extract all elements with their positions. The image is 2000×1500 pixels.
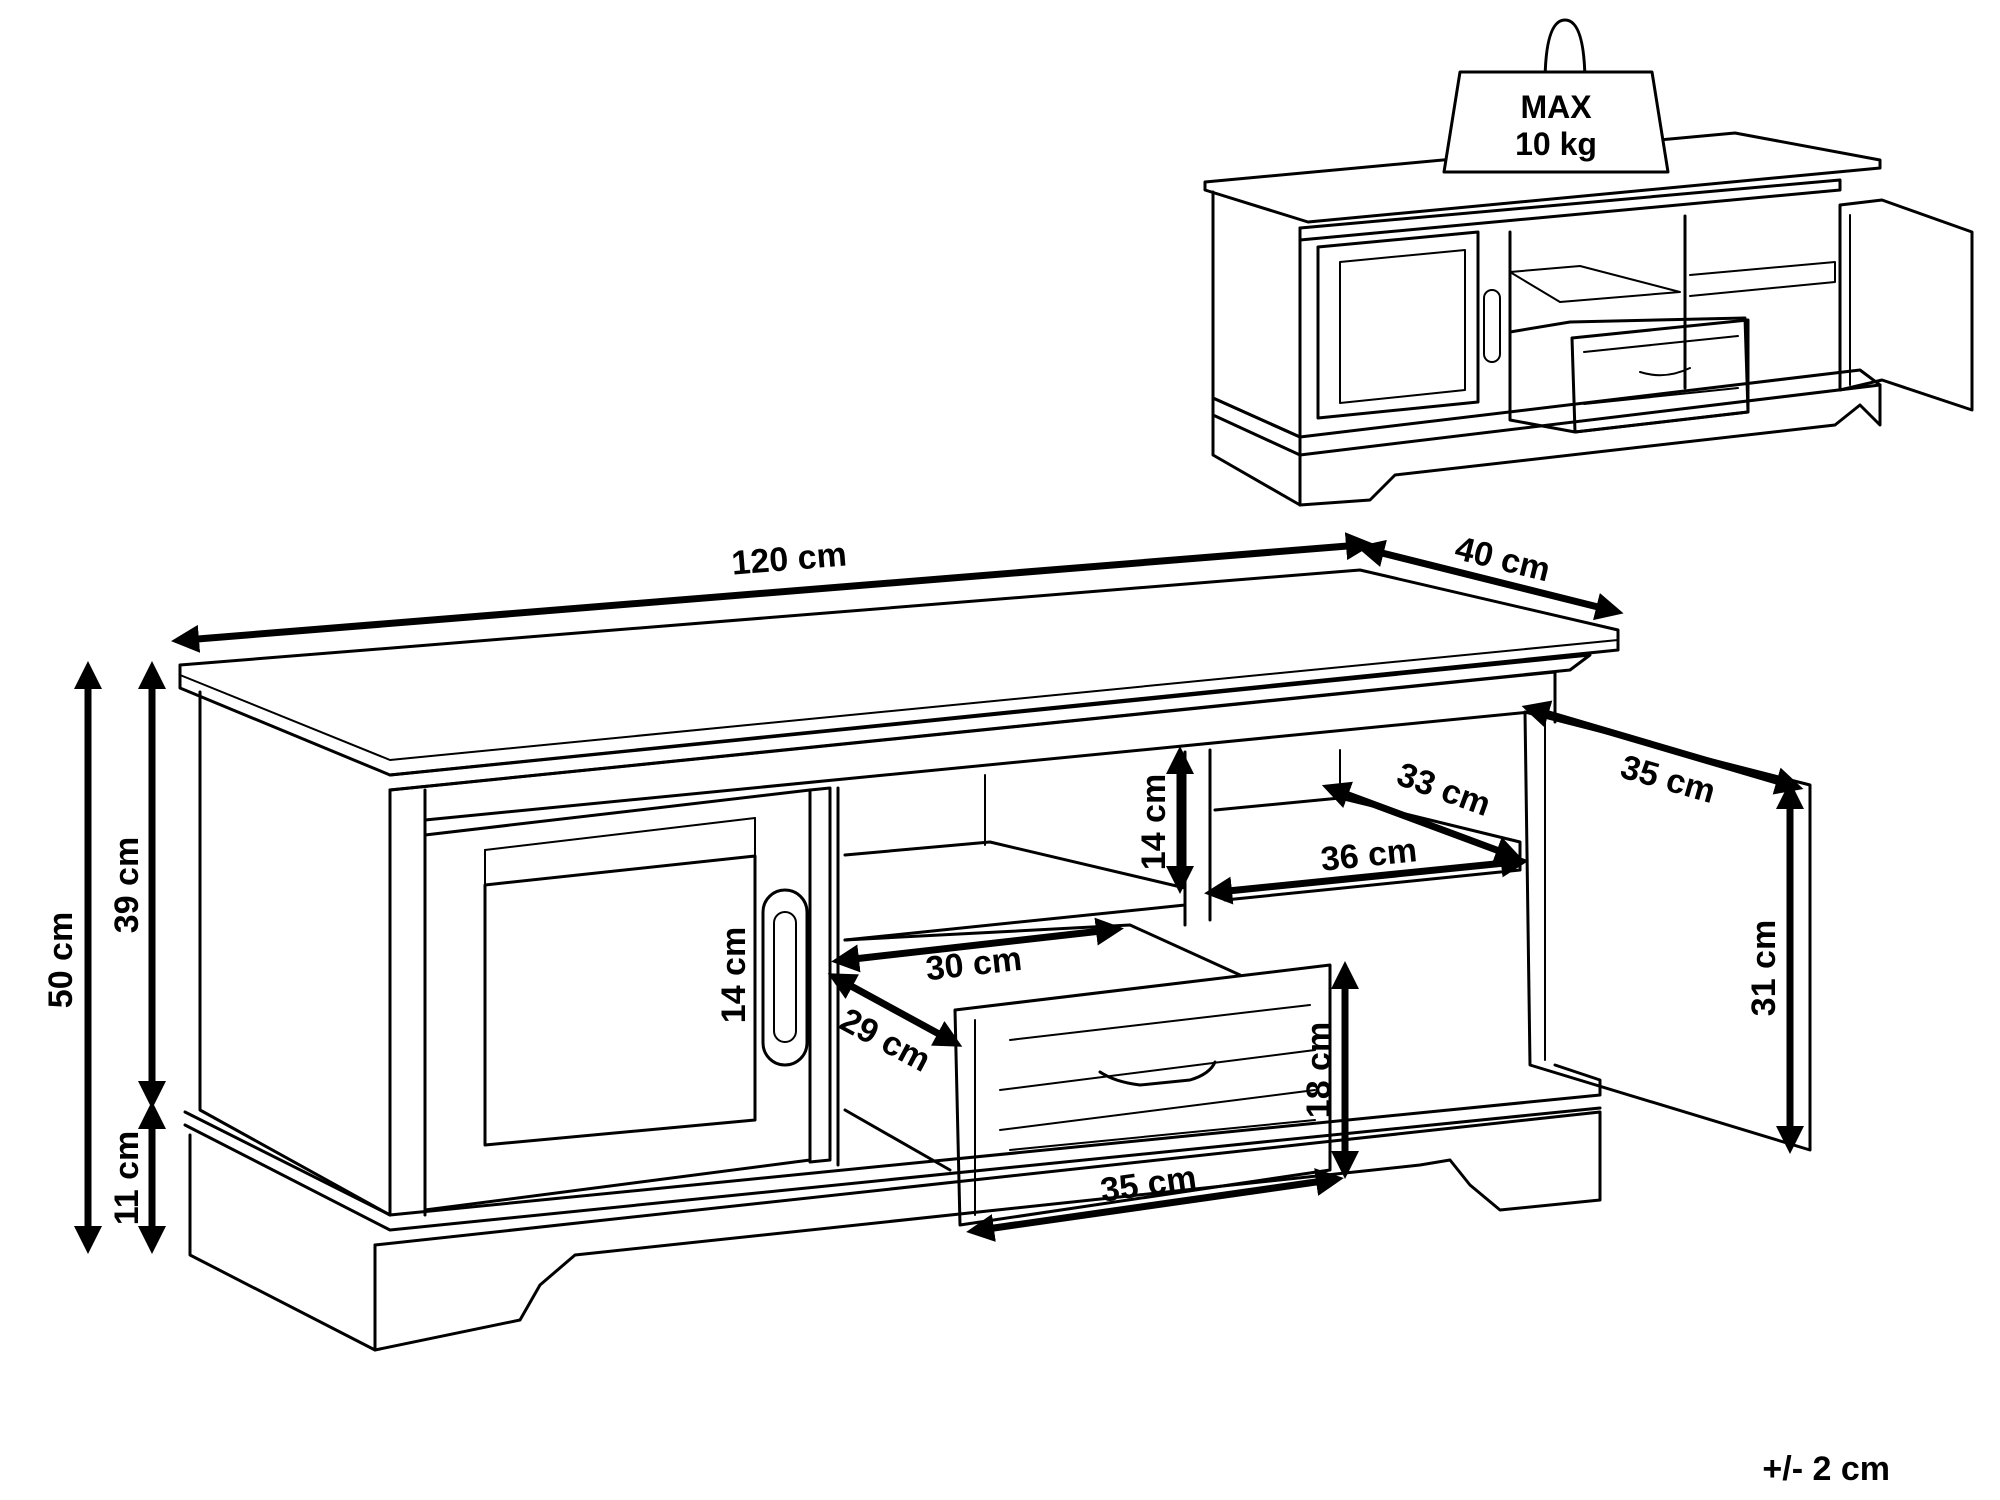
shelf-width-arrow [1204, 849, 1529, 905]
door-height-label: 31 cm [1745, 920, 1783, 1016]
perspective-view [1203, 131, 1974, 507]
tolerance-note: +/- 2 cm [1762, 1450, 1890, 1488]
drawer-depth-label: 29 cm [834, 1001, 937, 1080]
drawer-height-label: 18 cm [1300, 1022, 1338, 1118]
width-arrow [171, 532, 1374, 653]
max-weight-badge: MAX 10 kg [1442, 18, 1670, 174]
shelf-height-label: 14 cm [1135, 774, 1173, 870]
inner-width-arrow [831, 917, 1124, 973]
drawer-width-arrow [966, 1168, 1344, 1242]
body-height-label: 39 cm [108, 837, 146, 933]
door-width-arrow [1521, 700, 1804, 795]
shelf-depth-arrow [1321, 781, 1524, 864]
max-weight-line1: MAX [1520, 89, 1592, 125]
base-height-label: 11 cm [108, 1131, 146, 1226]
width-label: 120 cm [730, 535, 848, 582]
handle-height-label: 14 cm [715, 927, 753, 1023]
max-weight-line2: 10 kg [1515, 126, 1597, 162]
drawer-depth-arrow [827, 973, 963, 1047]
total-height-label: 50 cm [42, 912, 80, 1008]
depth-arrow [1356, 539, 1624, 621]
